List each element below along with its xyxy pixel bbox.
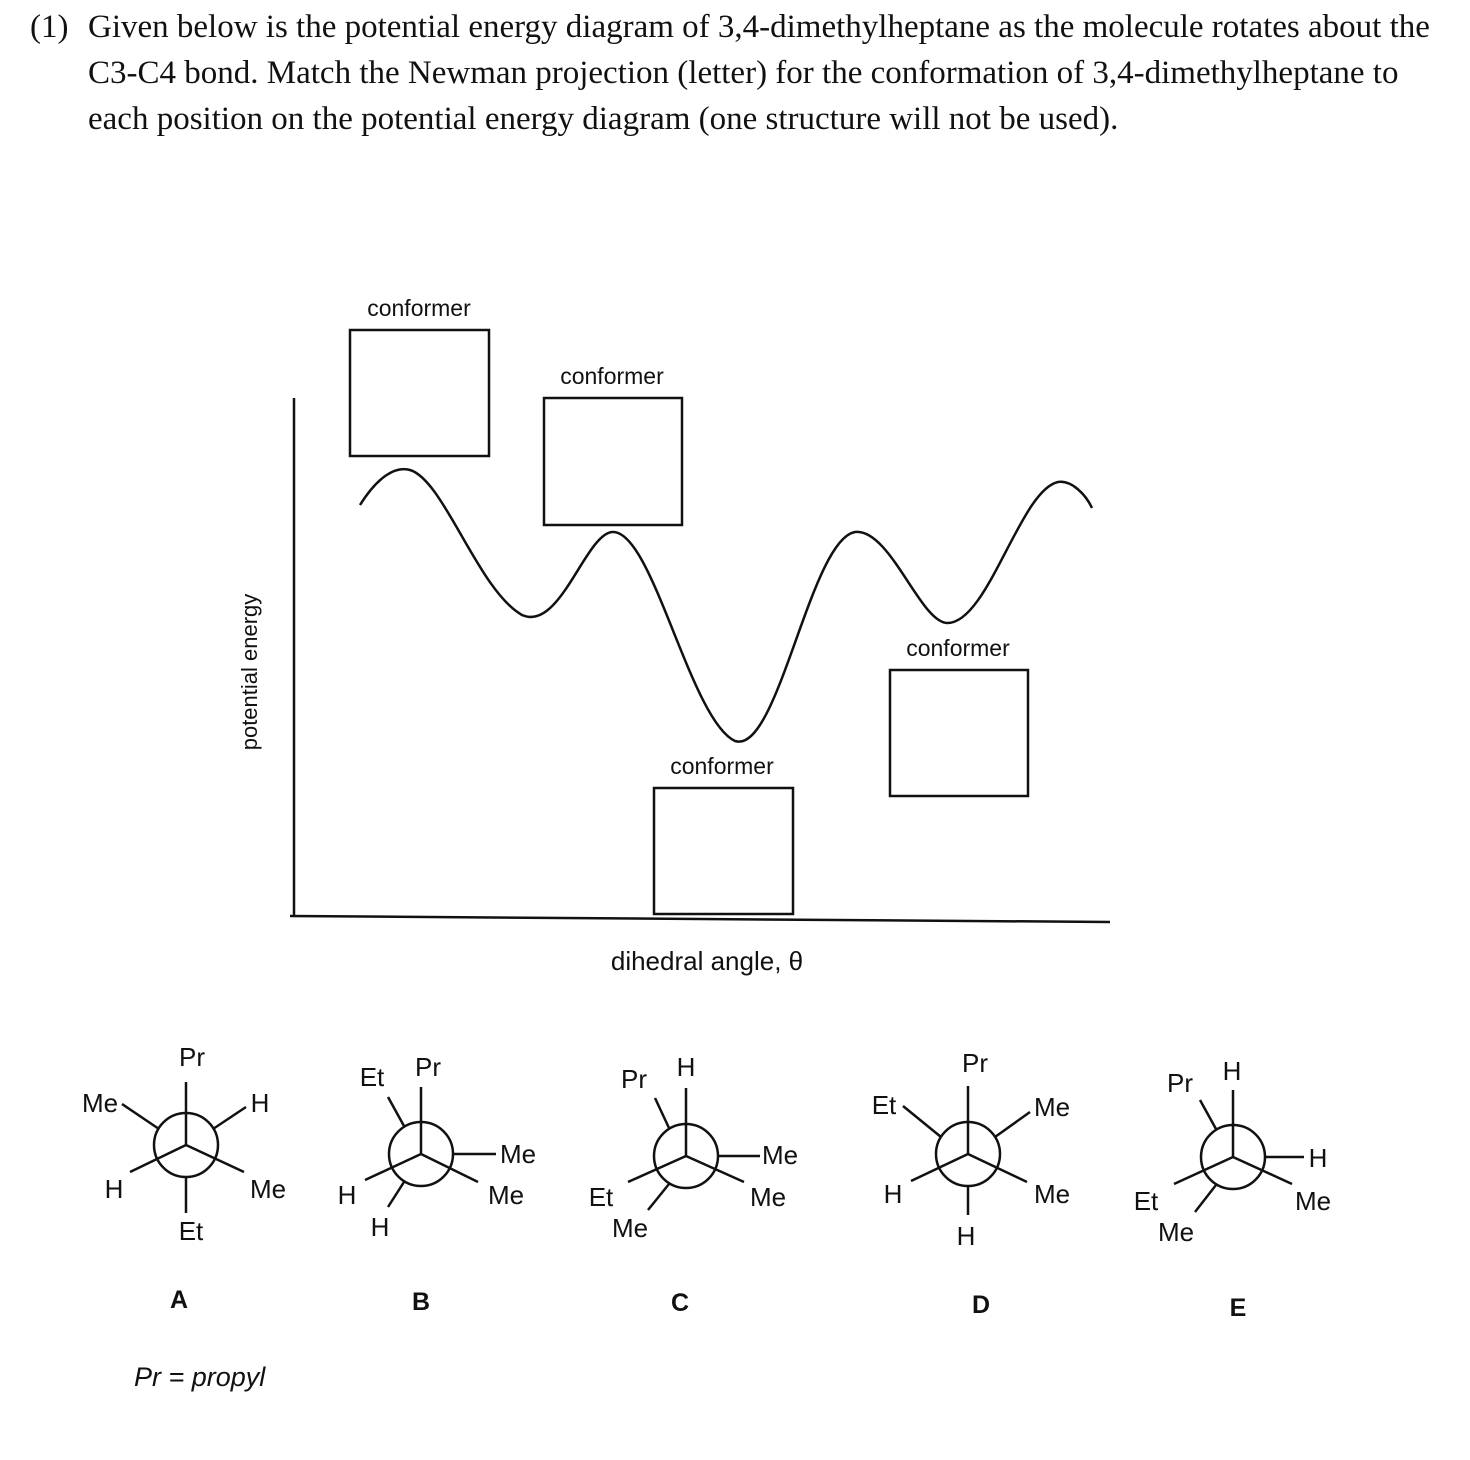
substituent-label: Pr xyxy=(1167,1068,1193,1098)
substituent-label: H xyxy=(105,1174,124,1204)
y-axis-label: potential energy xyxy=(237,594,262,751)
substituent-label: Et xyxy=(872,1090,897,1120)
conformer-label: conformer xyxy=(367,295,471,321)
substituent-label: Pr xyxy=(179,1042,205,1072)
substituent-label: H xyxy=(884,1179,903,1209)
newman-projection-d[interactable]: Pr Et Me H Me H D xyxy=(872,1048,1070,1319)
substituent-label: H xyxy=(1309,1143,1328,1173)
substituent-label: Me xyxy=(1158,1217,1194,1247)
substituent-label: Me xyxy=(488,1180,524,1210)
x-axis xyxy=(289,914,1111,924)
substituent-label: Me xyxy=(762,1140,798,1170)
substituent-label: Pr xyxy=(962,1048,988,1078)
structure-letter: E xyxy=(1230,1294,1247,1322)
potential-energy-curve xyxy=(358,467,1094,743)
conformer-label: conformer xyxy=(906,635,1010,661)
substituent-label: Pr xyxy=(621,1064,647,1094)
substituent-label: H xyxy=(338,1180,357,1210)
substituent-label: Me xyxy=(750,1182,786,1212)
substituent-label: Et xyxy=(1134,1186,1159,1216)
newman-projection-b[interactable]: Et Pr Me Me H H B xyxy=(338,1052,536,1316)
substituent-label: H xyxy=(677,1052,696,1082)
structure-letter: B xyxy=(412,1288,430,1316)
structure-letter: A xyxy=(170,1286,188,1314)
substituent-label: Me xyxy=(612,1213,648,1243)
conformer-box-1[interactable]: conformer xyxy=(348,295,491,458)
substituent-label: Me xyxy=(500,1139,536,1169)
substituent-label: Me xyxy=(1034,1179,1070,1209)
structure-letter: C xyxy=(671,1289,689,1317)
substituent-label: H xyxy=(957,1221,976,1251)
footnote-propyl: Pr = propyl xyxy=(134,1362,266,1392)
substituent-label: Et xyxy=(179,1216,204,1246)
conformer-label: conformer xyxy=(670,753,774,779)
substituent-label: H xyxy=(1223,1056,1242,1086)
conformer-label: conformer xyxy=(560,363,664,389)
x-axis-label: dihedral angle, θ xyxy=(611,946,803,976)
substituent-label: Me xyxy=(82,1088,118,1118)
conformer-box-3[interactable]: conformer xyxy=(888,635,1030,798)
question-body: Given below is the potential energy diag… xyxy=(88,9,1430,137)
question-text-block: (1) Given below is the potential energy … xyxy=(30,4,1460,142)
substituent-label: H xyxy=(371,1212,390,1242)
newman-projection-e[interactable]: Pr H H Me Et Me E xyxy=(1134,1056,1331,1322)
substituent-label: Et xyxy=(360,1062,385,1092)
substituent-label: Me xyxy=(1034,1092,1070,1122)
substituent-label: Pr xyxy=(415,1052,441,1082)
question-number: (1) xyxy=(30,9,69,45)
substituent-label: Me xyxy=(250,1174,286,1204)
conformer-box-4[interactable]: conformer xyxy=(652,753,795,916)
newman-projection-a[interactable]: Pr Me H H Me Et A xyxy=(82,1042,286,1314)
substituent-label: H xyxy=(251,1088,270,1118)
newman-projection-c[interactable]: Pr H Me Me Et Me C xyxy=(589,1052,798,1317)
substituent-label: Et xyxy=(589,1182,614,1212)
substituent-label: Me xyxy=(1295,1186,1331,1216)
conformer-box-2[interactable]: conformer xyxy=(542,363,684,527)
structure-letter: D xyxy=(972,1291,990,1319)
